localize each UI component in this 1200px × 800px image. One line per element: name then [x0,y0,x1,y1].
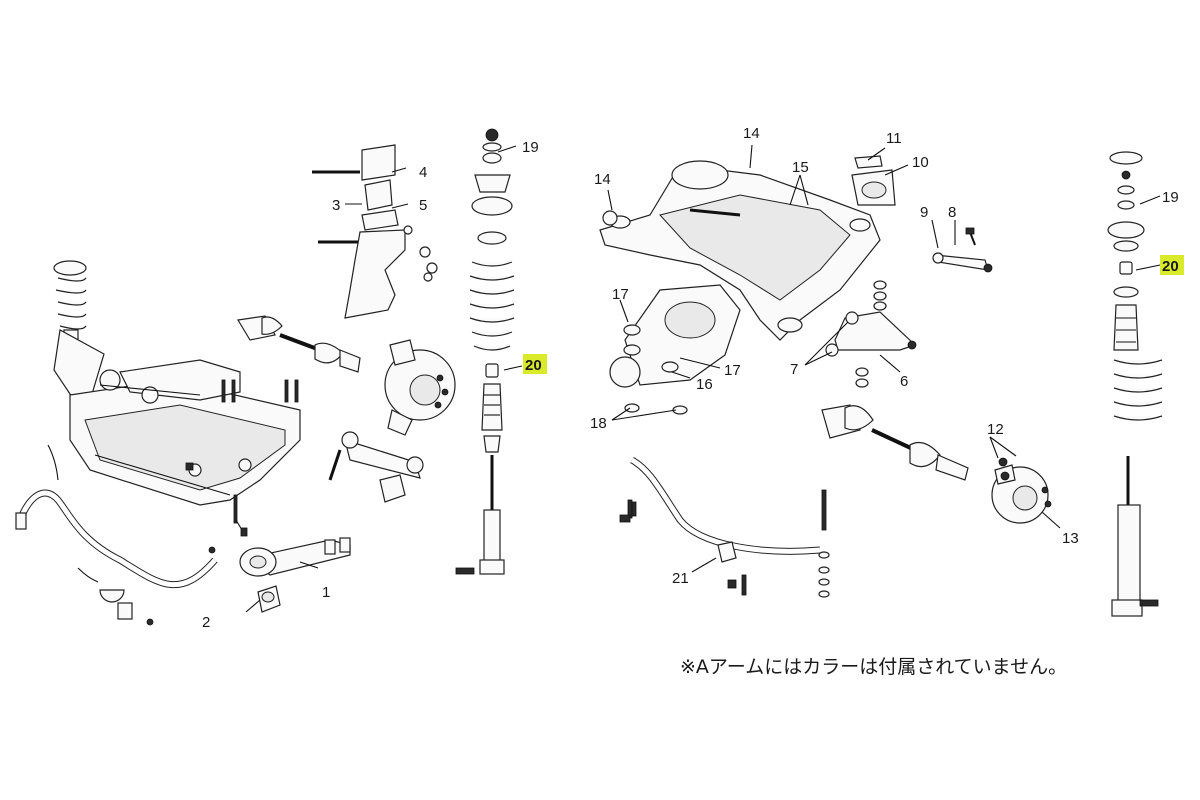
callout-6: 6 [900,373,908,390]
front-tension-rod [328,431,424,503]
rear-subframe [599,160,881,341]
rear-a-arm [825,280,917,388]
rear-driveshaft [821,404,969,481]
callout-8: 8 [948,204,956,221]
callout-20-rear: 20 [1162,258,1179,275]
callout-10: 10 [912,154,929,171]
callout-13: 13 [1062,530,1079,547]
front-subframe-assembly [53,260,301,537]
rear-differential [609,284,741,415]
rear-stabilizer-bar [619,456,830,598]
callout-5: 5 [419,197,427,214]
callout-labels: 1 2 3 4 5 19 20 14 14 15 11 10 9 8 19 20… [202,125,1184,631]
callout-3: 3 [332,197,340,214]
callout-11: 11 [886,130,902,147]
front-strut-stack [455,128,515,575]
callout-19-rear: 19 [1162,189,1179,206]
front-coilover-drawing [53,260,105,401]
rear-shock-stack [1107,151,1163,617]
rear-hub-knuckle [991,457,1052,524]
callout-20-front: 20 [525,357,542,374]
callout-17-right: 17 [724,362,741,379]
front-lower-arm [239,537,351,577]
highlight-20-rear [1160,255,1184,275]
callout-15: 15 [792,159,809,176]
highlight-20-front [523,354,547,374]
rear-lateral-link [932,227,993,273]
rear-upper-link-mount [851,155,896,206]
front-stabilizer-bar [15,444,218,626]
callout-19-front: 19 [522,139,539,156]
callout-2: 2 [202,614,210,631]
front-upper-link-parts [312,144,438,319]
callout-1: 1 [322,584,330,601]
callout-14-left: 14 [594,171,611,188]
callout-16: 16 [696,376,713,393]
callout-12: 12 [987,421,1004,438]
callout-18: 18 [590,415,607,432]
callout-14-top: 14 [743,125,760,142]
callout-9: 9 [920,204,928,221]
front-knuckle-hub [384,339,456,436]
callout-7: 7 [790,361,798,378]
footnote: ※Aアームにはカラーは付属されていません。 [680,656,1068,678]
callout-21: 21 [672,570,689,587]
front-driveshaft [237,315,361,373]
callout-17-top: 17 [612,286,629,303]
front-arm-bushing [257,585,281,613]
leader-lines [245,144,1161,613]
callout-4: 4 [419,164,427,181]
